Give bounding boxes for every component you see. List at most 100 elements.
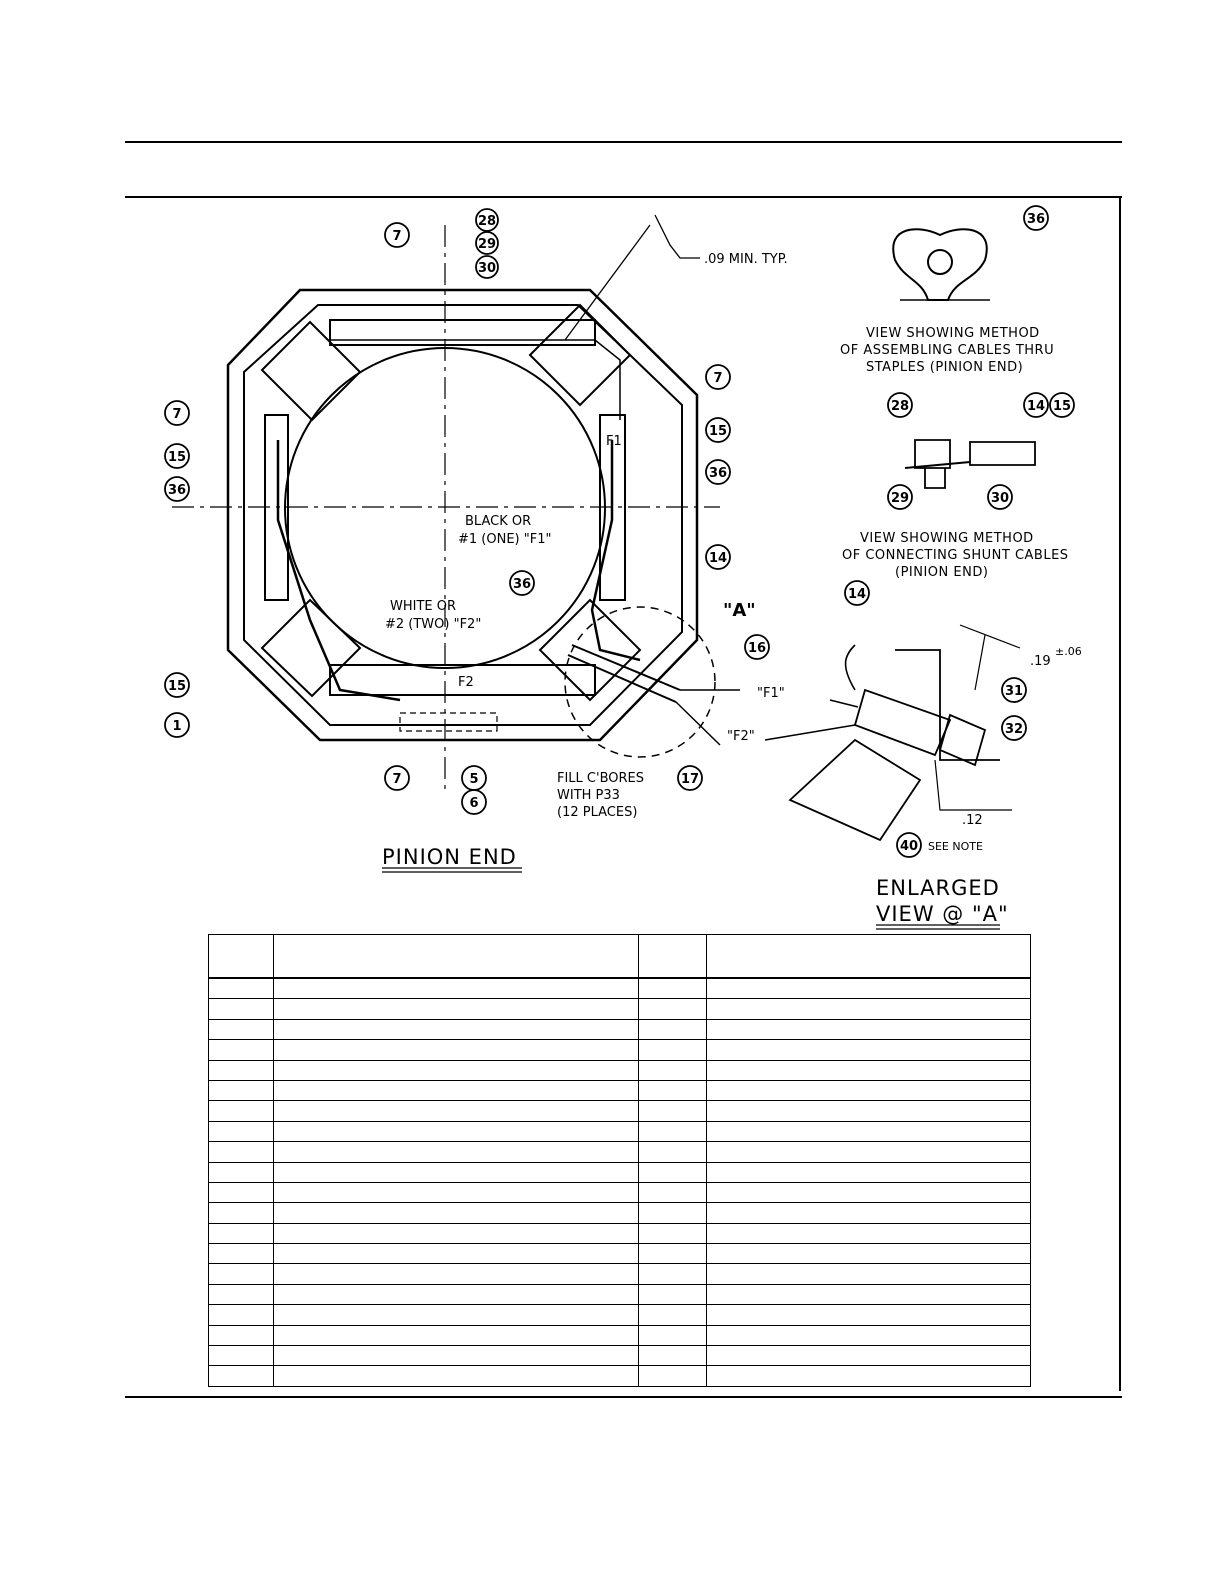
table-cell: [638, 1039, 707, 1061]
callout-31: 31: [1005, 684, 1023, 699]
table-row: [208, 1121, 1031, 1143]
table-cell: [706, 1202, 1031, 1224]
dim-12: .12: [962, 813, 983, 828]
callout-30-shunt: 30: [991, 491, 1009, 506]
table-row: [208, 1060, 1031, 1081]
table-row: [208, 1039, 1031, 1061]
dim-19: .19: [1030, 654, 1051, 669]
callout-circle: [705, 417, 731, 443]
table-cell: [208, 1060, 274, 1081]
callout-15-left: 15: [168, 450, 186, 465]
table-cell: [706, 998, 1031, 1020]
table-cell: [638, 1182, 707, 1204]
callout-circle: [509, 570, 535, 596]
callout-circle: [1001, 715, 1027, 741]
callout-16: 16: [748, 641, 766, 656]
table-cell: [638, 1202, 707, 1224]
table-cell: [706, 1325, 1031, 1347]
table-row: [208, 1284, 1031, 1306]
table-cell: [208, 1162, 274, 1183]
callout-circle: [1023, 205, 1049, 231]
table-row: [208, 1019, 1031, 1041]
corner-block-tl: [260, 320, 362, 422]
callout-29-shunt: 29: [891, 491, 909, 506]
title-pinion-end: PINION END: [382, 845, 517, 869]
pole-top: [329, 319, 596, 346]
table-row: [208, 1345, 1031, 1367]
cable-sleeve: [567, 644, 681, 703]
caption-shunt-2: OF CONNECTING SHUNT CABLES: [842, 548, 1069, 563]
callout-circle: [1049, 392, 1075, 418]
table-cell: [706, 1365, 1031, 1387]
callout-circle: [1001, 677, 1027, 703]
table-cell: [706, 1263, 1031, 1285]
callout-circle: [705, 459, 731, 485]
table-cell: [273, 1100, 639, 1122]
detail-circle-a: [564, 606, 716, 758]
table-row: [208, 1223, 1031, 1245]
table-cell: [638, 1060, 707, 1081]
shunt-bolt: [914, 439, 1036, 489]
table-row: [208, 1162, 1031, 1183]
bottom-rule: [125, 1396, 1122, 1398]
table-cell: [208, 1039, 274, 1061]
table-cell: [273, 1080, 639, 1102]
table-row: [208, 1243, 1031, 1265]
enlarged-nut: [938, 713, 987, 767]
top-rule: [125, 141, 1122, 143]
callout-circle: [987, 484, 1013, 510]
table-cell: [208, 1019, 274, 1041]
callout-15-bottom: 15: [168, 679, 186, 694]
table-cell: [638, 978, 707, 1000]
callout-circle: [1023, 392, 1049, 418]
callout-32: 32: [1005, 722, 1023, 737]
table-cell: [273, 1325, 639, 1347]
title-underline-view: [876, 924, 1000, 930]
callout-circle: [164, 672, 190, 698]
table-cell: [706, 1121, 1031, 1143]
table-row: [208, 1182, 1031, 1204]
table-cell: [208, 978, 274, 1000]
corner-block-br: [538, 598, 642, 702]
note-fill-3: (12 PLACES): [557, 805, 637, 820]
table-cell: [706, 1304, 1031, 1326]
table-row: [208, 1304, 1031, 1326]
callout-1: 1: [172, 719, 181, 734]
table-cell: [273, 1263, 639, 1285]
table-row: [208, 1202, 1031, 1224]
caption-shunt-3: (PINION END): [895, 565, 988, 580]
table-cell: [706, 1223, 1031, 1245]
callout-7-right: 7: [713, 371, 722, 386]
note-fill-2: WITH P33: [557, 788, 620, 803]
note-black-1: BLACK OR: [465, 514, 531, 529]
table-cell: [706, 978, 1031, 1000]
table-cell: [638, 1162, 707, 1183]
table-row: [208, 1365, 1031, 1387]
callout-14: 14: [709, 551, 727, 566]
callout-circle: [384, 765, 410, 791]
table-cell: [273, 1060, 639, 1081]
caption-staples-3: STAPLES (PINION END): [866, 360, 1023, 375]
shunt-plate: [904, 461, 971, 469]
table-cell: [706, 1182, 1031, 1204]
callout-circle: [896, 832, 922, 858]
table-cell: [273, 1304, 639, 1326]
callout-circle: [887, 484, 913, 510]
callout-circle: [705, 544, 731, 570]
label-f1: F1: [606, 434, 622, 449]
callout-36-mid: 36: [513, 577, 531, 592]
note-white-2: #2 (TWO) "F2": [385, 617, 481, 632]
table-row: [208, 1080, 1031, 1102]
callout-circle: [164, 400, 190, 426]
table-cell: [208, 1202, 274, 1224]
callout-14-enlarged: 14: [848, 587, 866, 602]
table-header-cell: [273, 934, 639, 979]
title-view-a: VIEW @ "A": [876, 902, 1009, 926]
cable-top: [330, 339, 621, 420]
staple-cable: [927, 249, 953, 275]
dim-12-line: [934, 759, 1012, 811]
table-cell: [638, 1100, 707, 1122]
callout-40: 40: [900, 839, 918, 854]
label-f2-lead: "F2": [727, 729, 755, 744]
